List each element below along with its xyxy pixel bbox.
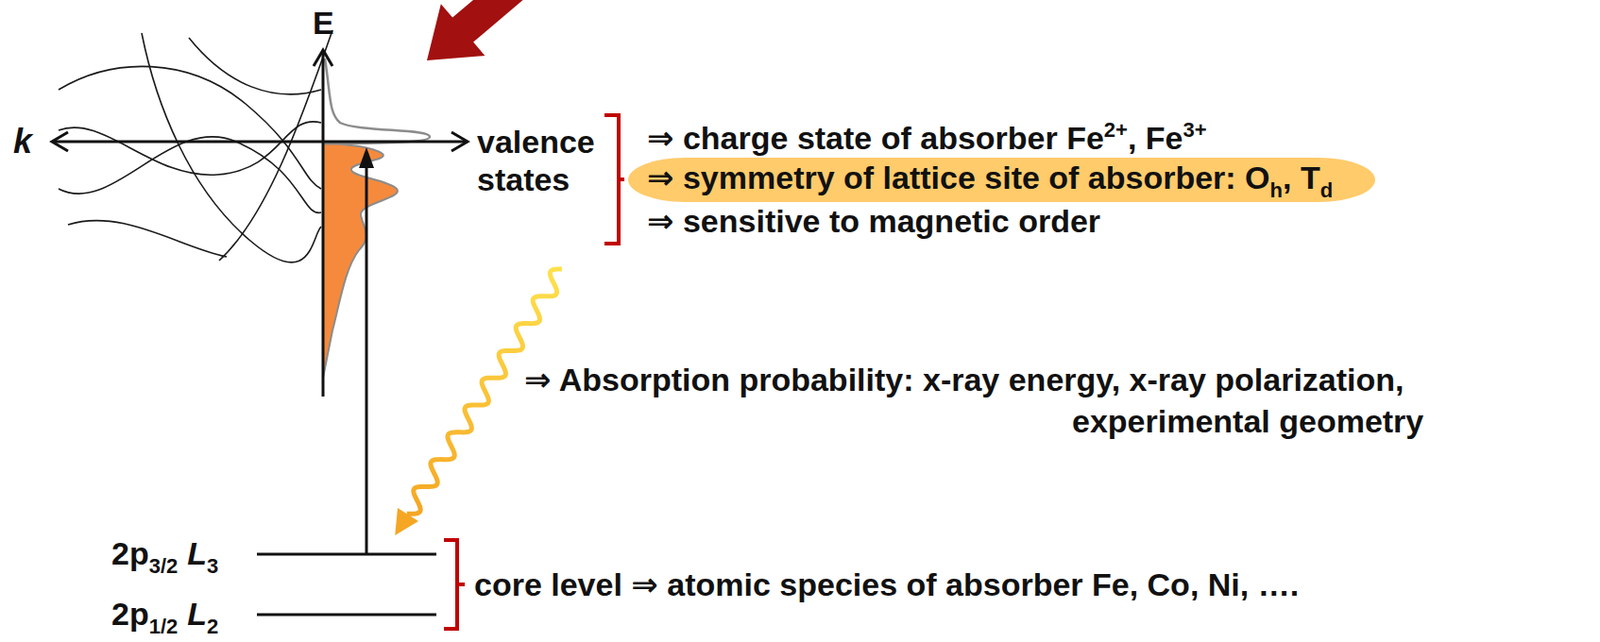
highlight-ellipse: ⇒ symmetry of lattice site of absorber: … [628, 157, 1376, 203]
label-text: 2p [111, 595, 150, 632]
band-curve [58, 66, 322, 189]
label-group: 2p3/2 L3 [111, 532, 219, 579]
incoming-arrow [426, 0, 526, 61]
bracket [443, 540, 465, 630]
bracket [604, 115, 625, 244]
label-group: ⇒ sensitive to magnetic order [646, 200, 1101, 242]
highlight-text: d [1320, 178, 1333, 203]
axis-arrowhead [51, 132, 69, 152]
energy-axis [322, 51, 325, 397]
label-text: 3 [206, 554, 219, 579]
excitation-arrowhead [358, 147, 375, 169]
label-group: 2p1/2 L2 [111, 593, 219, 640]
axis-arrowhead [313, 50, 333, 67]
highlight-text: ⇒ symmetry of lattice site of absorber: … [646, 159, 1271, 196]
xray-wave [394, 269, 562, 536]
label-group: k [13, 120, 33, 163]
highlight-text: , T [1282, 159, 1321, 196]
label-text: ⇒ Absorption probability: x-ray energy, … [524, 361, 1405, 398]
label-text: L [187, 535, 207, 572]
occupied-dos [323, 143, 398, 378]
highlight-fill [628, 157, 1376, 203]
label-text: ⇒ sensitive to magnetic order [646, 203, 1101, 239]
core-level-line [256, 613, 437, 617]
band-curve [219, 30, 333, 261]
label-group: valence states [476, 122, 596, 201]
label-text: 2+ [1104, 118, 1128, 142]
label-text: k [13, 121, 33, 161]
excitation-arrow [365, 164, 369, 555]
label-text: experimental geometry [1072, 403, 1424, 440]
label-text: core level ⇒ atomic species of absorber … [474, 566, 1299, 603]
band-curve [68, 221, 227, 257]
core-level-line [256, 553, 437, 557]
label-text: L [187, 595, 207, 632]
band-curve [58, 136, 322, 214]
highlight-line: ⇒ symmetry of lattice site of absorber: … [628, 157, 1376, 203]
band-curve [141, 33, 322, 263]
label-group: experimental geometry [1072, 400, 1424, 443]
label-group: ⇒ Absorption probability: x-ray energy, … [524, 358, 1405, 401]
label-group: E [312, 1, 335, 44]
label-text: , Fe [1127, 119, 1184, 156]
wave-arrowhead [394, 508, 419, 536]
label-text: valence states [476, 122, 596, 199]
band-curve [58, 121, 322, 175]
k-axis [52, 140, 467, 144]
band-curves [58, 30, 333, 263]
highlight-text: h [1270, 178, 1283, 203]
label-group: core level ⇒ atomic species of absorber … [474, 563, 1299, 606]
label-text: ⇒ charge state of absorber Fe [646, 119, 1105, 156]
unoccupied-dos [323, 58, 430, 144]
label-text: 2p [111, 535, 150, 572]
label-text: E [312, 4, 335, 41]
label-text: 3+ [1183, 118, 1208, 142]
label-group: ⇒ charge state of absorber Fe2+, Fe3+ [646, 117, 1208, 164]
label-text: 1/2 [149, 614, 179, 639]
label-text: 3/2 [149, 554, 179, 579]
axis-arrowhead [451, 132, 468, 152]
band-curve [188, 37, 322, 95]
label-text: 2 [206, 614, 219, 639]
